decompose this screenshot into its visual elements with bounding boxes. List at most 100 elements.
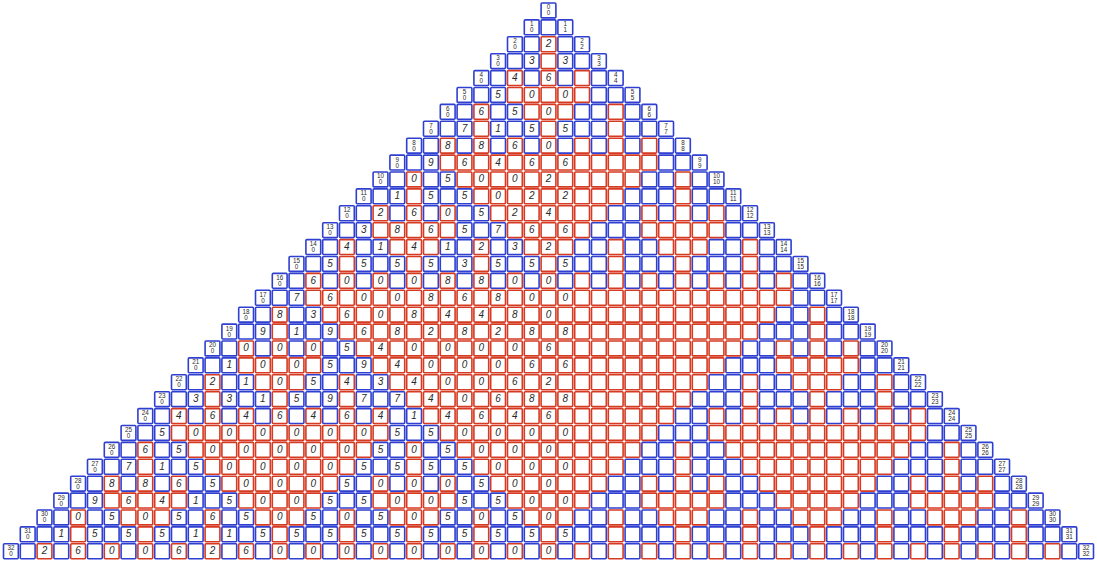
grid-cell bbox=[844, 324, 859, 339]
grid-cell bbox=[356, 341, 371, 356]
grid-cell bbox=[608, 104, 623, 119]
cell-digit: 7 bbox=[361, 394, 367, 404]
grid-cell bbox=[323, 426, 338, 441]
grid-cell bbox=[541, 88, 556, 103]
grid-cell bbox=[407, 206, 422, 221]
cell-digit: 9 bbox=[260, 327, 266, 337]
grid-cell bbox=[625, 358, 640, 373]
grid-cell bbox=[390, 341, 405, 356]
grid-cell bbox=[592, 459, 607, 474]
grid-cell bbox=[289, 307, 304, 322]
grid-cell bbox=[457, 476, 472, 491]
grid-cell bbox=[692, 223, 707, 238]
grid-cell bbox=[272, 392, 287, 407]
grid-cell bbox=[272, 307, 287, 322]
grid-cell bbox=[709, 290, 724, 305]
binomial-label: 28 0 bbox=[75, 478, 82, 490]
grid-cell bbox=[827, 324, 842, 339]
grid-cell bbox=[356, 527, 371, 542]
grid-cell bbox=[608, 510, 623, 525]
cell-digit: 0 bbox=[479, 377, 485, 387]
grid-cell bbox=[524, 290, 539, 305]
grid-cell bbox=[608, 172, 623, 187]
grid-cell bbox=[306, 341, 321, 356]
grid-cell bbox=[541, 527, 556, 542]
grid-cell bbox=[71, 510, 86, 525]
grid-cell bbox=[340, 510, 355, 525]
grid-cell bbox=[541, 324, 556, 339]
grid-cell bbox=[676, 155, 691, 170]
grid-cell bbox=[827, 307, 842, 322]
cell-digit: 5 bbox=[428, 428, 434, 438]
grid-cell bbox=[205, 527, 220, 542]
binomial-label: 19 19 bbox=[864, 326, 871, 338]
cell-digit: 6 bbox=[361, 327, 367, 337]
grid-cell bbox=[760, 527, 775, 542]
grid-cell bbox=[390, 257, 405, 272]
grid-cell bbox=[88, 544, 103, 559]
grid-cell bbox=[726, 442, 741, 457]
grid-cell bbox=[524, 358, 539, 373]
binomial-label: 3 3 bbox=[597, 55, 601, 67]
grid-cell bbox=[793, 493, 808, 508]
grid-cell bbox=[944, 544, 959, 559]
grid-cell bbox=[457, 257, 472, 272]
grid-cell bbox=[558, 442, 573, 457]
grid-cell bbox=[121, 442, 136, 457]
grid-cell bbox=[491, 392, 506, 407]
cell-digit: 5 bbox=[344, 343, 350, 353]
grid-cell bbox=[524, 426, 539, 441]
grid-cell bbox=[743, 324, 758, 339]
grid-cell bbox=[373, 426, 388, 441]
grid-cell bbox=[592, 138, 607, 153]
grid-cell bbox=[457, 223, 472, 238]
grid-cell bbox=[323, 240, 338, 255]
grid-cell bbox=[541, 392, 556, 407]
grid-cell bbox=[491, 104, 506, 119]
grid-cell bbox=[625, 459, 640, 474]
grid-cell bbox=[356, 189, 371, 204]
grid-cell bbox=[155, 476, 170, 491]
grid-cell bbox=[172, 527, 187, 542]
cell-digit: 6 bbox=[479, 411, 485, 421]
grid-cell bbox=[592, 121, 607, 136]
grid-cell bbox=[306, 510, 321, 525]
grid-cell bbox=[558, 307, 573, 322]
grid-cell bbox=[575, 527, 590, 542]
grid-cell bbox=[373, 223, 388, 238]
grid-cell bbox=[306, 476, 321, 491]
grid-cell bbox=[524, 341, 539, 356]
grid-cell bbox=[340, 442, 355, 457]
grid-cell bbox=[390, 223, 405, 238]
binomial-label: 14 0 bbox=[310, 241, 317, 253]
grid-cell bbox=[1045, 527, 1060, 542]
grid-cell bbox=[995, 527, 1010, 542]
cell-digit: 4 bbox=[445, 310, 451, 320]
grid-cell bbox=[37, 510, 52, 525]
grid-cell bbox=[457, 88, 472, 103]
grid-cell bbox=[676, 409, 691, 424]
grid-cell bbox=[541, 155, 556, 170]
cell-digit: 0 bbox=[327, 462, 333, 472]
grid-cell bbox=[272, 290, 287, 305]
cell-digit: 6 bbox=[126, 496, 132, 506]
grid-cell bbox=[104, 510, 119, 525]
grid-cell bbox=[491, 88, 506, 103]
grid-cell bbox=[760, 240, 775, 255]
grid-cell bbox=[88, 510, 103, 525]
grid-cell bbox=[239, 544, 254, 559]
grid-cell bbox=[508, 37, 523, 52]
grid-cell bbox=[608, 527, 623, 542]
cell-digit: 0 bbox=[243, 479, 249, 489]
grid-cell bbox=[508, 307, 523, 322]
binomial-label: 15 15 bbox=[797, 258, 804, 270]
grid-cell bbox=[692, 206, 707, 221]
grid-cell bbox=[776, 375, 791, 390]
cell-digit: 5 bbox=[311, 512, 317, 522]
grid-cell bbox=[508, 476, 523, 491]
grid-cell bbox=[272, 324, 287, 339]
binomial-label: 22 0 bbox=[175, 376, 182, 388]
cell-digit: 6 bbox=[210, 411, 216, 421]
grid-cell bbox=[676, 290, 691, 305]
grid-cell bbox=[407, 240, 422, 255]
